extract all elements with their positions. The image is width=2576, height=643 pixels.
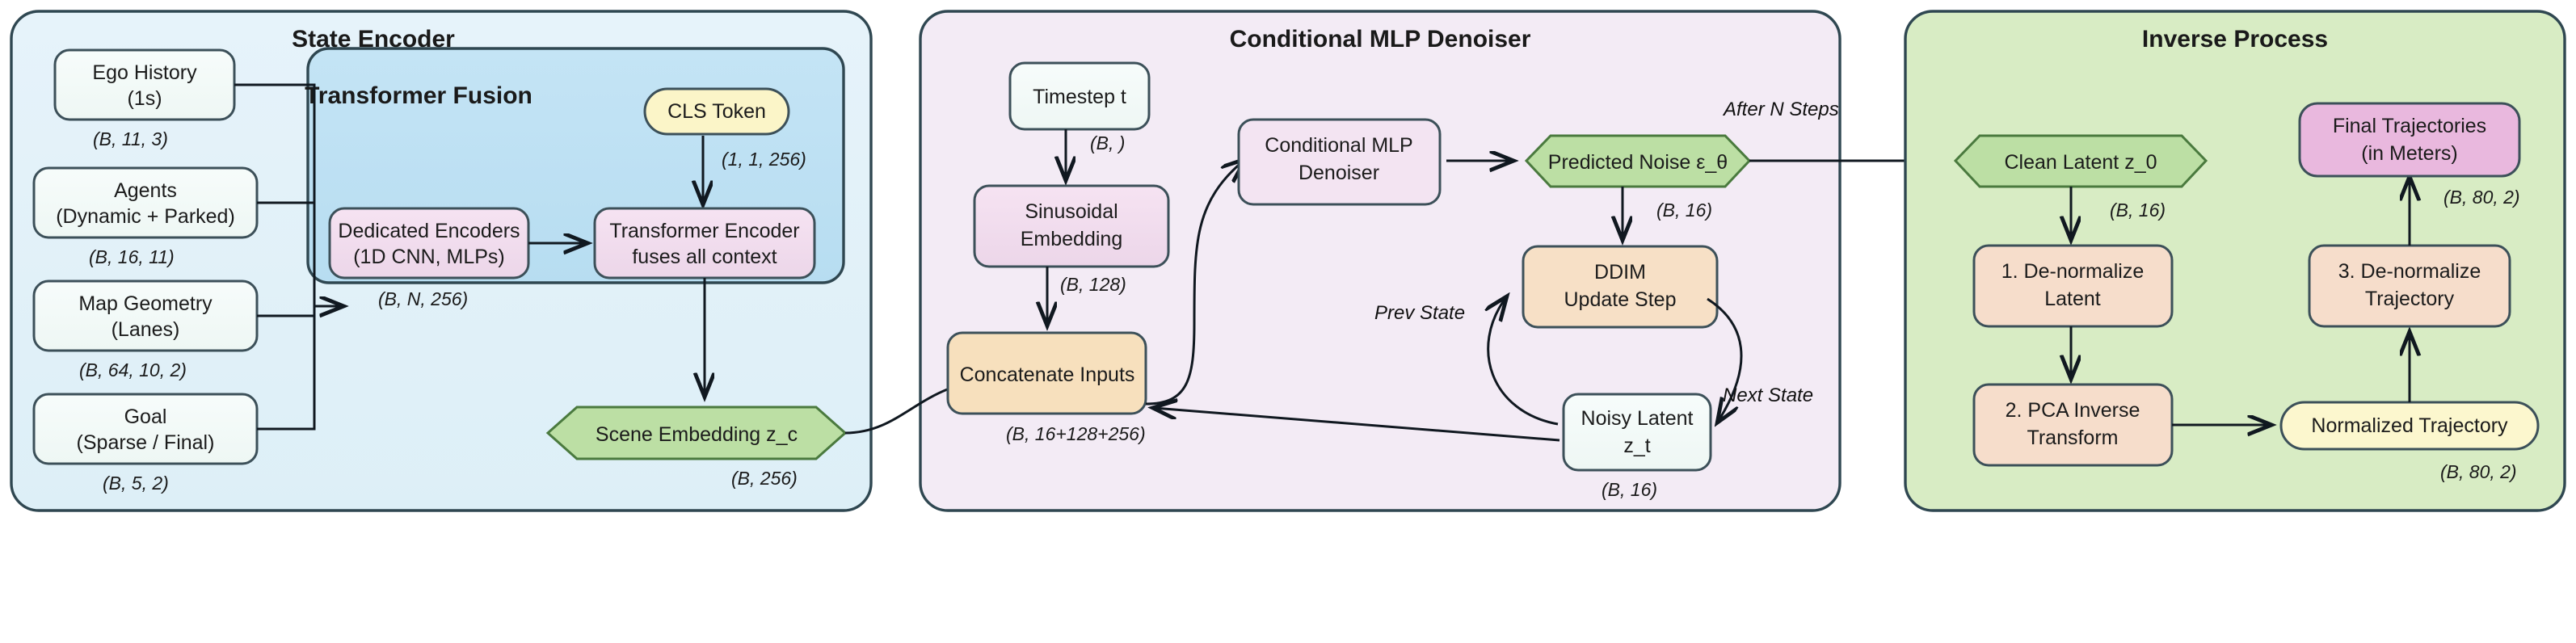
clean-latent-shape-tag: (B, 16)	[2110, 200, 2166, 221]
final-trajectories-box[interactable]	[2298, 102, 2521, 178]
node-transformer-encoder[interactable]: Transformer Encoder fuses all context	[593, 207, 816, 279]
normalized-trajectory-shape-tag: (B, 80, 2)	[2440, 461, 2517, 482]
final-trajectories-shape-tag: (B, 80, 2)	[2443, 187, 2520, 208]
scene-embedding-hex[interactable]	[545, 406, 848, 460]
normalized-trajectory-label: Normalized Trajectory	[2311, 414, 2508, 437]
predicted-noise-hex[interactable]	[1524, 134, 1752, 188]
node-scene-embedding[interactable]: Scene Embedding z_c (B, 256)	[545, 406, 848, 489]
ego-history-label-line2: (1s)	[127, 87, 162, 110]
node-concatenate-inputs[interactable]: Concatenate Inputs (B, 16+128+256)	[946, 331, 1147, 444]
step1-label-line2: Latent	[2044, 288, 2101, 310]
predicted-noise-shape-tag: (B, 16)	[1656, 200, 1712, 221]
ddim-label-line2: Update Step	[1564, 288, 1677, 311]
node-clean-latent[interactable]: Clean Latent z_0 (B, 16)	[1953, 134, 2208, 239]
agents-shape-tag: (B, 16, 11)	[89, 246, 175, 267]
node-final-trajectories[interactable]: Final Trajectories (in Meters) (B, 80, 2…	[2298, 102, 2521, 208]
denormalize-trajectory-box[interactable]	[2308, 244, 2511, 328]
prev-state-label: Prev State	[1374, 302, 1465, 324]
scene-embedding-label: Scene Embedding z_c	[596, 423, 798, 446]
concatenate-inputs-label: Concatenate Inputs	[960, 364, 1135, 386]
map-geometry-label-line1: Map Geometry	[78, 292, 213, 315]
mlp-denoiser-label-line1: Conditional MLP	[1265, 134, 1412, 157]
cls-token-label: CLS Token	[667, 100, 766, 123]
node-map-geometry[interactable]: Map Geometry (Lanes) (B, 64, 10, 2)	[32, 279, 259, 380]
transformer-encoder-label-line2: fuses all context	[632, 246, 777, 268]
map-geometry-shape-tag: (B, 64, 10, 2)	[79, 359, 187, 380]
timestep-label: Timestep t	[1033, 86, 1126, 108]
mlp-denoiser-label-line2: Denoiser	[1299, 162, 1379, 184]
pca-inverse-transform-box[interactable]	[1972, 383, 2174, 467]
step1-label-line1: 1. De-normalize	[2001, 260, 2144, 283]
step2-label-line2: Transform	[2027, 427, 2119, 449]
cls-token-shape-tag: (1, 1, 256)	[722, 149, 806, 170]
transformer-encoder-label-line1: Transformer Encoder	[609, 220, 799, 242]
inverse-title: Inverse Process	[2142, 26, 2328, 53]
ddim-update-step-box[interactable]	[1522, 245, 1719, 329]
denoiser-title: Conditional MLP Denoiser	[1230, 26, 1531, 53]
prev-state-arrow	[1488, 297, 1559, 426]
goal-label-line1: Goal	[124, 406, 167, 428]
agents-label-line2: (Dynamic + Parked)	[56, 205, 235, 228]
clean-latent-hex[interactable]	[1953, 134, 2208, 188]
final-trajectories-label-line2: (in Meters)	[2361, 142, 2457, 165]
node-dedicated-encoders[interactable]: Dedicated Encoders (1D CNN, MLPs) (B, N,…	[328, 207, 530, 309]
node-normalized-trajectory[interactable]: Normalized Trajectory (B, 80, 2)	[2279, 333, 2540, 482]
node-cls-token[interactable]: CLS Token (1, 1, 256)	[643, 87, 806, 204]
predicted-noise-label: Predicted Noise ε_θ	[1548, 151, 1728, 174]
noisy-latent-to-concat-arrow	[1154, 408, 1560, 442]
node-denormalize-trajectory[interactable]: 3. De-normalize Trajectory	[2308, 178, 2511, 328]
dedicated-encoders-shape-tag: (B, N, 256)	[378, 288, 468, 309]
node-predicted-noise[interactable]: Predicted Noise ε_θ (B, 16)	[1524, 134, 1752, 239]
conditional-mlp-denoiser-box[interactable]	[1237, 118, 1442, 206]
node-noisy-latent[interactable]: Noisy Latent z_t (B, 16)	[1562, 393, 1712, 500]
ego-history-shape-tag: (B, 11, 3)	[93, 128, 168, 149]
step3-label-line2: Trajectory	[2365, 288, 2455, 310]
sinusoidal-label-line2: Embedding	[1021, 228, 1122, 250]
ego-history-label-line1: Ego History	[92, 61, 197, 84]
timestep-shape-tag: (B, )	[1090, 132, 1125, 153]
input-bus-lines	[234, 83, 343, 431]
node-ego-history[interactable]: Ego History (1s) (B, 11, 3)	[53, 48, 236, 149]
dedicated-encoders-label-line1: Dedicated Encoders	[338, 220, 520, 242]
step3-label-line1: 3. De-normalize	[2338, 260, 2481, 283]
final-trajectories-label-line1: Final Trajectories	[2333, 115, 2486, 137]
node-pca-inverse-transform[interactable]: 2. PCA Inverse Transform	[1972, 383, 2174, 467]
after-n-steps-label: After N Steps	[1722, 99, 1839, 120]
node-goal[interactable]: Goal (Sparse / Final) (B, 5, 2)	[32, 393, 259, 494]
sinusoidal-embedding-box[interactable]	[973, 184, 1170, 268]
concatenate-inputs-shape-tag: (B, 16+128+256)	[1006, 423, 1146, 444]
noisy-latent-label-line1: Noisy Latent	[1581, 407, 1694, 430]
agents-label-line1: Agents	[114, 179, 177, 202]
scene-embedding-shape-tag: (B, 256)	[731, 468, 798, 489]
transformer-fusion-title: Transformer Fusion	[305, 82, 532, 109]
node-timestep[interactable]: Timestep t (B, )	[1008, 61, 1151, 179]
concat-to-mlp-denoiser-arrow	[1145, 160, 1244, 406]
map-geometry-label-line2: (Lanes)	[112, 318, 180, 341]
concatenate-inputs-box[interactable]	[946, 331, 1147, 415]
sinusoidal-shape-tag: (B, 128)	[1060, 274, 1126, 295]
noisy-latent-shape-tag: (B, 16)	[1602, 479, 1657, 500]
noisy-latent-label-line2: z_t	[1623, 435, 1650, 457]
denormalize-latent-box[interactable]	[1972, 244, 2174, 328]
sinusoidal-label-line1: Sinusoidal	[1025, 200, 1118, 223]
goal-shape-tag: (B, 5, 2)	[103, 473, 169, 494]
next-state-label: Next State	[1723, 385, 1813, 406]
cls-token-box[interactable]	[643, 87, 790, 136]
node-conditional-mlp-denoiser[interactable]: Conditional MLP Denoiser	[1237, 118, 1442, 206]
timestep-box[interactable]	[1008, 61, 1151, 131]
ddim-label-line1: DDIM	[1594, 261, 1646, 284]
goal-label-line2: (Sparse / Final)	[77, 431, 215, 454]
node-ddim-update-step[interactable]: DDIM Update Step	[1522, 245, 1719, 329]
dedicated-encoders-label-line2: (1D CNN, MLPs)	[353, 246, 505, 268]
node-denormalize-latent[interactable]: 1. De-normalize Latent	[1972, 244, 2174, 378]
step2-label-line1: 2. PCA Inverse	[2006, 399, 2140, 422]
noisy-latent-box[interactable]	[1562, 393, 1712, 472]
node-sinusoidal-embedding[interactable]: Sinusoidal Embedding (B, 128)	[973, 184, 1170, 325]
clean-latent-label: Clean Latent z_0	[2004, 151, 2157, 174]
next-state-arrow	[1707, 297, 1743, 422]
